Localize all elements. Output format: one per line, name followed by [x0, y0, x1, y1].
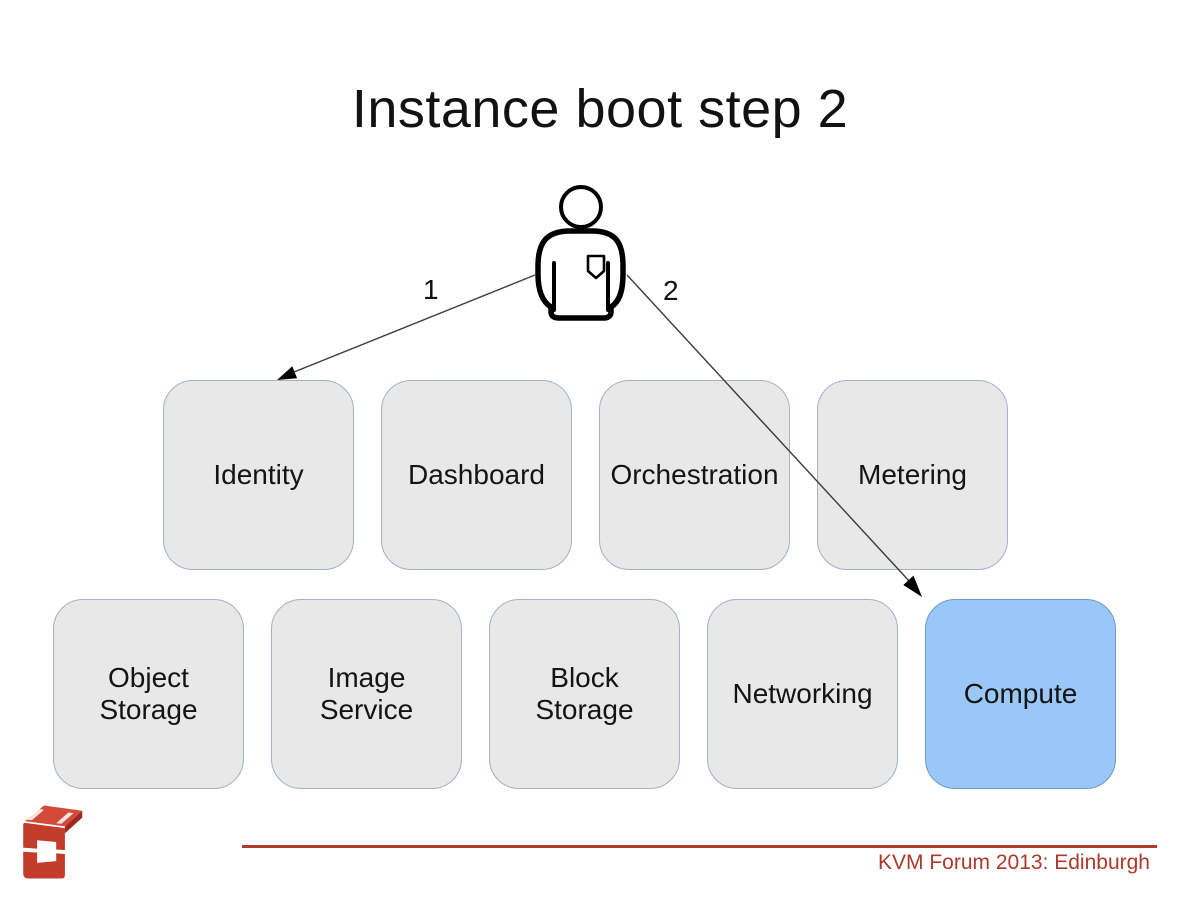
openstack-cube-icon — [18, 805, 83, 879]
service-box-label: Orchestration — [610, 458, 779, 490]
arrow-to-identity — [277, 274, 536, 380]
service-box-dashboard: Dashboard — [381, 380, 572, 570]
service-box-object-storage: Object Storage — [53, 599, 244, 789]
service-box-label: Image Service — [319, 661, 414, 725]
footer-rule — [242, 845, 1157, 848]
service-box-label: Compute — [963, 677, 1078, 709]
slide-title: Instance boot step 2 — [351, 79, 849, 139]
service-box-image-service: Image Service — [271, 599, 462, 789]
service-box-label: Dashboard — [408, 458, 545, 490]
service-box-label: Object Storage — [99, 661, 198, 725]
service-box-metering: Metering — [817, 380, 1008, 570]
service-box-compute-highlighted: Compute — [925, 599, 1116, 789]
service-box-label: Identity — [213, 458, 304, 490]
service-box-identity: Identity — [163, 380, 354, 570]
footer-text: KVM Forum 2013: Edinburgh — [878, 851, 1150, 874]
service-box-label: Networking — [732, 677, 873, 709]
service-box-block-storage: Block Storage — [489, 599, 680, 789]
openstack-logo: openstack™ CLOUD SOFTWARE — [16, 798, 256, 890]
shirt-pocket-icon — [586, 254, 606, 280]
service-box-orchestration: Orchestration — [599, 380, 790, 570]
service-box-networking: Networking — [707, 599, 898, 789]
arrow-step-2-label: 2 — [663, 275, 679, 306]
user-person-icon — [535, 185, 626, 321]
service-box-label: Metering — [858, 458, 967, 490]
service-box-label: Block Storage — [535, 661, 634, 725]
arrow-step-1-label: 1 — [423, 274, 439, 305]
